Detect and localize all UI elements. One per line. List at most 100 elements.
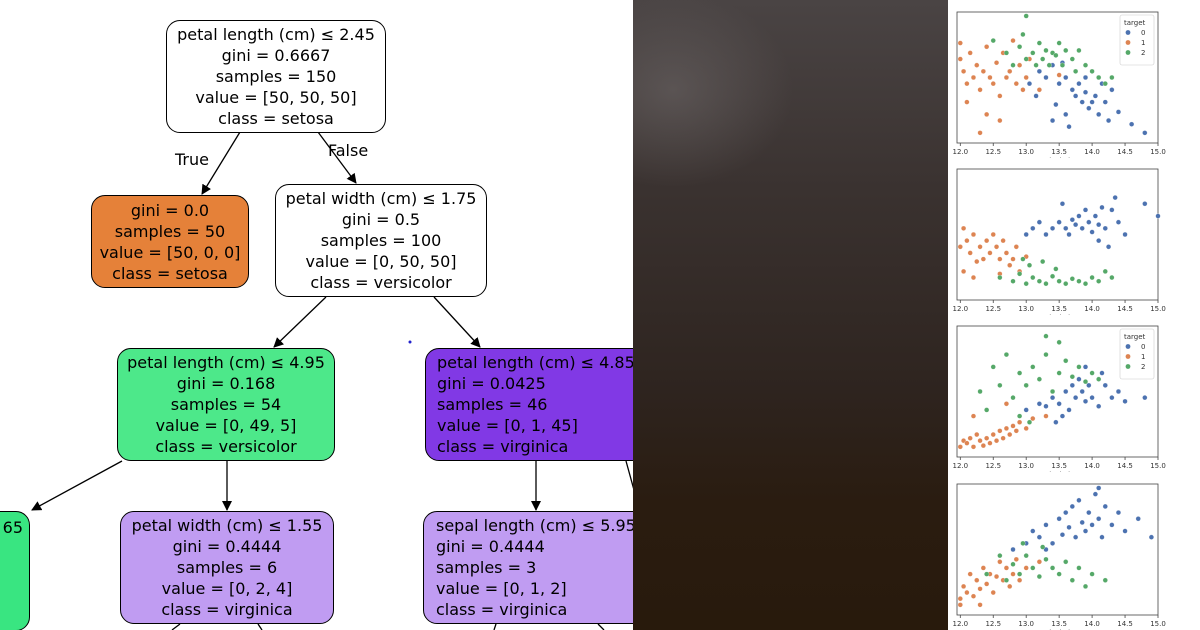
node-line: class = versicolor <box>155 437 297 456</box>
node-line: samples = 3 <box>436 558 537 577</box>
scatter-point-class-1 <box>961 583 967 589</box>
scatter-point-class-2 <box>1040 544 1046 550</box>
edge-495-left <box>31 460 123 511</box>
scatter-point-class-1 <box>1010 571 1016 577</box>
scatter-point-class-1 <box>1003 565 1009 571</box>
node-line: samples = 54 <box>170 395 282 414</box>
x-tick-label: 13.0 <box>1018 305 1034 313</box>
scatter-point-class-1 <box>984 435 990 441</box>
node-line: petal length (cm) ≤ 4.85 <box>437 353 633 372</box>
legend-marker-class-2 <box>1125 364 1131 369</box>
scatter-point-class-0 <box>1050 118 1056 124</box>
node-line: samples = 150 <box>215 67 337 86</box>
scatter-point-class-0 <box>1109 395 1115 401</box>
scatter-point-class-2 <box>1076 278 1082 284</box>
scatter-point-class-2 <box>984 407 990 413</box>
scatter-point-class-0 <box>1122 231 1128 238</box>
edge-pw-left <box>273 296 327 348</box>
node-line: class = versicolor <box>310 273 452 292</box>
scatter-point-class-0 <box>1092 213 1098 219</box>
scatter-point-class-1 <box>1036 87 1042 93</box>
node-line: gini = 0.0 <box>130 200 210 220</box>
scatter-point-class-0 <box>1109 87 1115 93</box>
scatter-point-class-1 <box>1013 244 1019 250</box>
edge-485-right <box>625 460 633 489</box>
x-tick-label: 13.5 <box>1051 305 1067 313</box>
scatter-point-class-1 <box>964 99 970 105</box>
scatter-point-class-1 <box>1000 435 1006 441</box>
x-tick-label: 15.0 <box>1150 148 1166 156</box>
scatter-point-class-0 <box>1106 244 1112 250</box>
scatter-point-class-2 <box>1069 577 1075 583</box>
scatter-point-class-2 <box>1050 273 1056 279</box>
scatter-point-class-0 <box>1102 503 1108 509</box>
scatter-point-class-0 <box>1010 546 1016 553</box>
scatter-point-class-2 <box>1040 259 1046 265</box>
scatter-point-class-0 <box>1099 204 1105 210</box>
x-tick-label: 13.5 <box>1051 620 1067 628</box>
scatter-point-class-0 <box>1082 528 1089 534</box>
scatter-point-class-0 <box>1089 229 1095 235</box>
scatter-point-class-0 <box>1096 222 1102 228</box>
node-line: samples = 6 <box>176 558 278 577</box>
scatter-point-class-2 <box>1063 47 1069 53</box>
scatter-point-class-2 <box>1109 74 1115 81</box>
scatter-point-class-1 <box>1017 419 1023 425</box>
scatter-point-class-1 <box>974 577 980 583</box>
scatter-point-class-0 <box>1142 395 1148 401</box>
scatter-point-class-2 <box>1043 556 1049 562</box>
scatter-point-class-2 <box>1063 358 1069 364</box>
scatter-point-class-2 <box>1046 62 1052 68</box>
scatter-point-class-1 <box>957 602 963 608</box>
node-line: value = [0, 50, 50] <box>305 252 457 271</box>
scatter-point-class-2 <box>1010 561 1016 567</box>
scatter-point-class-0 <box>1076 497 1082 503</box>
node-line: class = virginica <box>161 600 293 619</box>
edge-stub-1 <box>171 623 181 630</box>
scatter-point-class-2 <box>1023 553 1029 559</box>
scatter-point-class-1 <box>997 428 1003 434</box>
scatter-point-class-0 <box>1073 222 1079 228</box>
scatter-point-class-0 <box>1036 219 1042 225</box>
scatter-point-class-2 <box>1043 281 1049 287</box>
scatter-point-class-0 <box>1099 370 1105 376</box>
edge-label-true: True <box>175 150 209 169</box>
scatter-point-class-0 <box>1089 522 1095 528</box>
scatter-svg: 12.012.513.013.514.014.515.0alcoholtarge… <box>952 11 1166 158</box>
scatter-point-class-0 <box>1112 195 1118 201</box>
scatter-point-class-1 <box>967 250 973 256</box>
scatter-plot-column: 12.012.513.013.514.014.515.0alcoholtarge… <box>948 0 1200 630</box>
scatter-point-class-0 <box>1076 81 1082 87</box>
scatter-point-class-1 <box>997 256 1003 262</box>
scatter-point-class-0 <box>1082 74 1089 81</box>
scatter-point-class-2 <box>1020 31 1026 37</box>
legend-marker-class-0 <box>1125 344 1131 349</box>
scatter-point-class-0 <box>1102 225 1108 231</box>
scatter-point-class-1 <box>970 275 977 281</box>
scatter-point-class-2 <box>1050 565 1056 571</box>
scatter-point-class-1 <box>1003 74 1009 81</box>
scatter-point-class-0 <box>1079 225 1085 231</box>
scatter-point-class-2 <box>1102 268 1108 274</box>
x-axis-label: alcohol <box>1045 157 1070 158</box>
x-tick-label: 12.5 <box>985 462 1001 470</box>
scatter-point-class-2 <box>1023 56 1029 62</box>
scatter-point-class-1 <box>1013 81 1019 87</box>
scatter-point-class-0 <box>1096 111 1102 117</box>
node-line: petal length (cm) ≤ 2.45 <box>177 25 375 44</box>
x-tick-label: 12.0 <box>952 305 968 313</box>
scatter-point-class-0 <box>1148 534 1154 540</box>
scatter-point-class-0 <box>1092 93 1098 99</box>
scatter-point-class-0 <box>1066 407 1072 413</box>
scatter-svg: 12.012.513.013.514.014.515.0alcohol <box>952 168 1166 315</box>
x-tick-label: 14.0 <box>1084 148 1100 156</box>
node-line: 65 <box>2 518 23 537</box>
x-tick-label: 12.5 <box>985 305 1001 313</box>
scatter-point-class-0 <box>1096 403 1102 409</box>
